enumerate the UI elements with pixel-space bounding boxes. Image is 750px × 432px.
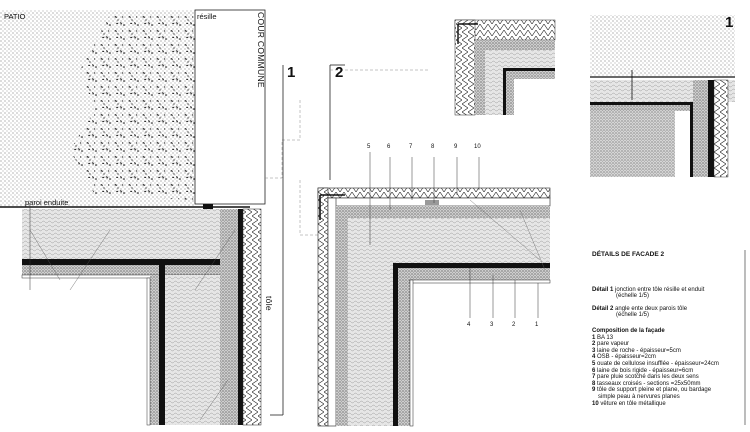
detail-1 xyxy=(0,9,301,426)
callout-9: 9 xyxy=(454,144,458,150)
legend-panel: DÉTAILS DE FACADE 2 Détail 1 jonction en… xyxy=(592,251,742,408)
composition-item: 1 BA 13 xyxy=(592,334,614,341)
composition-item: 3 laine de roche - épaisseur=5cm xyxy=(592,347,681,354)
callout-4: 4 xyxy=(467,322,471,328)
callout-3: 3 xyxy=(490,322,494,328)
inset-detail-2 xyxy=(454,15,556,116)
resille-panel xyxy=(194,9,266,205)
detail-2-num: Détail 2 xyxy=(592,305,614,312)
callout-6: 6 xyxy=(387,144,391,150)
tole-label: tôle xyxy=(264,296,274,311)
gravel-area xyxy=(70,15,195,200)
composition-item: simple peau à nervures planes xyxy=(598,393,680,400)
detail-2 xyxy=(299,64,551,427)
composition-item: 10 vêture en tôle métallique xyxy=(592,400,666,407)
composition-item: 6 laine de bois rigide - épaisseur=6cm xyxy=(592,367,694,374)
composition-item: 2 pare vapeur xyxy=(592,341,630,348)
legend-title: DÉTAILS DE FACADE 2 xyxy=(592,251,665,258)
callout-2: 2 xyxy=(512,322,516,328)
composition-item: 4 OSB - épaisseur=2cm xyxy=(592,354,656,361)
composition-item: 8 tasseaux croisés - sections =25x50mm xyxy=(592,380,701,387)
detail-2-scale: (échelle 1/5) xyxy=(616,312,650,319)
patio-label: PATIO xyxy=(4,12,26,21)
detail-2-text: angle ente deux parois tôle xyxy=(615,305,688,312)
cellulose-v xyxy=(348,218,393,426)
callout-8: 8 xyxy=(431,144,435,150)
legend-detail-2: Détail 2 angle ente deux parois tôle (éc… xyxy=(592,306,742,319)
callout-10: 10 xyxy=(474,144,481,150)
paroi-enduite-label: paroi enduite xyxy=(25,198,69,207)
inset-detail-1 xyxy=(590,15,735,178)
legend-detail-1: Détail 1 jonction entre tôle résille et … xyxy=(592,287,742,300)
detail-1-scale: (échelle 1/5) xyxy=(616,293,650,300)
cour-commune-label: COUR COMMUNE xyxy=(256,12,266,88)
wall-insulation-v xyxy=(165,275,220,425)
detail-1-num: Détail 1 xyxy=(592,286,614,293)
composition-list: 1 BA 13 2 pare vapeur 3 laine de roche -… xyxy=(592,335,742,408)
callout-1: 1 xyxy=(535,322,539,328)
detail-1-marker: 1 xyxy=(287,64,296,81)
composition-title: Composition de la façade xyxy=(592,327,665,334)
detail-1-text: jonction entre tôle résille et enduit xyxy=(615,286,705,293)
callout-5: 5 xyxy=(367,144,371,150)
resille-label: résille xyxy=(197,12,217,21)
composition-item: 5 ouate de cellulose insufflée - épaisse… xyxy=(592,360,719,367)
composition-item: 7 pare pluie scotché dans les deux sens xyxy=(592,374,699,381)
composition-item: 9 tôle de support pleine et plane, ou ba… xyxy=(592,387,712,394)
detail-2-marker: 2 xyxy=(335,64,344,81)
wall-insulation-h xyxy=(22,209,250,259)
inset-marker: 1 xyxy=(725,14,734,31)
callout-7: 7 xyxy=(409,144,413,150)
